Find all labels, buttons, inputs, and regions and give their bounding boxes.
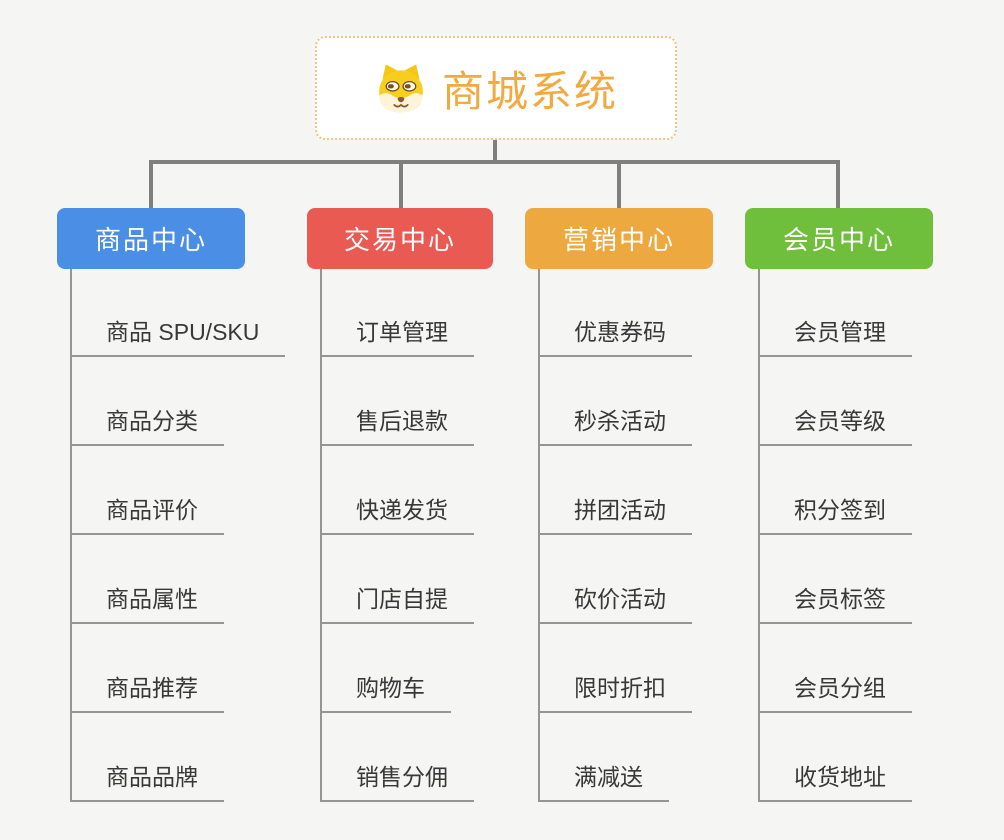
connector-line — [836, 160, 840, 208]
leaf-node[interactable]: 售后退款 — [322, 406, 474, 446]
root-node[interactable]: 商城系统 — [315, 36, 677, 140]
leaf-node[interactable]: 商品推荐 — [72, 673, 224, 713]
branch-column-trade: 订单管理 售后退款 快递发货 门店自提 购物车 销售分佣 — [320, 269, 474, 802]
branch-trade-center[interactable]: 交易中心 — [307, 208, 493, 269]
dog-face-icon — [374, 61, 428, 115]
branch-marketing-center[interactable]: 营销中心 — [525, 208, 713, 269]
leaf-node[interactable]: 商品品牌 — [72, 762, 224, 802]
leaf-node[interactable]: 会员标签 — [760, 584, 912, 624]
leaf-node[interactable]: 会员管理 — [760, 317, 912, 357]
connector-line — [399, 160, 403, 208]
leaf-node[interactable]: 积分签到 — [760, 495, 912, 535]
leaf-node[interactable]: 秒杀活动 — [540, 406, 692, 446]
leaf-node[interactable]: 拼团活动 — [540, 495, 692, 535]
leaf-node[interactable]: 商品属性 — [72, 584, 224, 624]
connector-line — [149, 160, 153, 208]
leaf-node[interactable]: 销售分佣 — [322, 762, 474, 802]
root-title: 商城系统 — [441, 67, 618, 115]
leaf-node[interactable]: 砍价活动 — [540, 584, 692, 624]
branch-product-center[interactable]: 商品中心 — [57, 208, 245, 269]
branch-column-member: 会员管理 会员等级 积分签到 会员标签 会员分组 收货地址 — [758, 269, 912, 802]
leaf-node[interactable]: 商品评价 — [72, 495, 224, 535]
branch-column-marketing: 优惠券码 秒杀活动 拼团活动 砍价活动 限时折扣 满减送 — [538, 269, 692, 802]
leaf-node[interactable]: 商品分类 — [72, 406, 224, 446]
leaf-node[interactable]: 快递发货 — [322, 495, 474, 535]
leaf-node[interactable]: 优惠券码 — [540, 317, 692, 357]
leaf-node[interactable]: 订单管理 — [322, 317, 474, 357]
branch-column-product: 商品 SPU/SKU 商品分类 商品评价 商品属性 商品推荐 商品品牌 — [70, 269, 286, 802]
leaf-node[interactable]: 满减送 — [540, 762, 669, 802]
leaf-node[interactable]: 购物车 — [322, 673, 451, 713]
leaf-node[interactable]: 门店自提 — [322, 584, 474, 624]
branch-member-center[interactable]: 会员中心 — [745, 208, 933, 269]
leaf-node[interactable]: 商品 SPU/SKU — [72, 317, 286, 357]
leaf-node[interactable]: 会员分组 — [760, 673, 912, 713]
leaf-node[interactable]: 收货地址 — [760, 762, 912, 802]
leaf-node[interactable]: 限时折扣 — [540, 673, 692, 713]
connector-line — [617, 160, 621, 208]
connector-line — [149, 160, 840, 164]
leaf-node[interactable]: 会员等级 — [760, 406, 912, 446]
connector-line — [493, 140, 497, 164]
